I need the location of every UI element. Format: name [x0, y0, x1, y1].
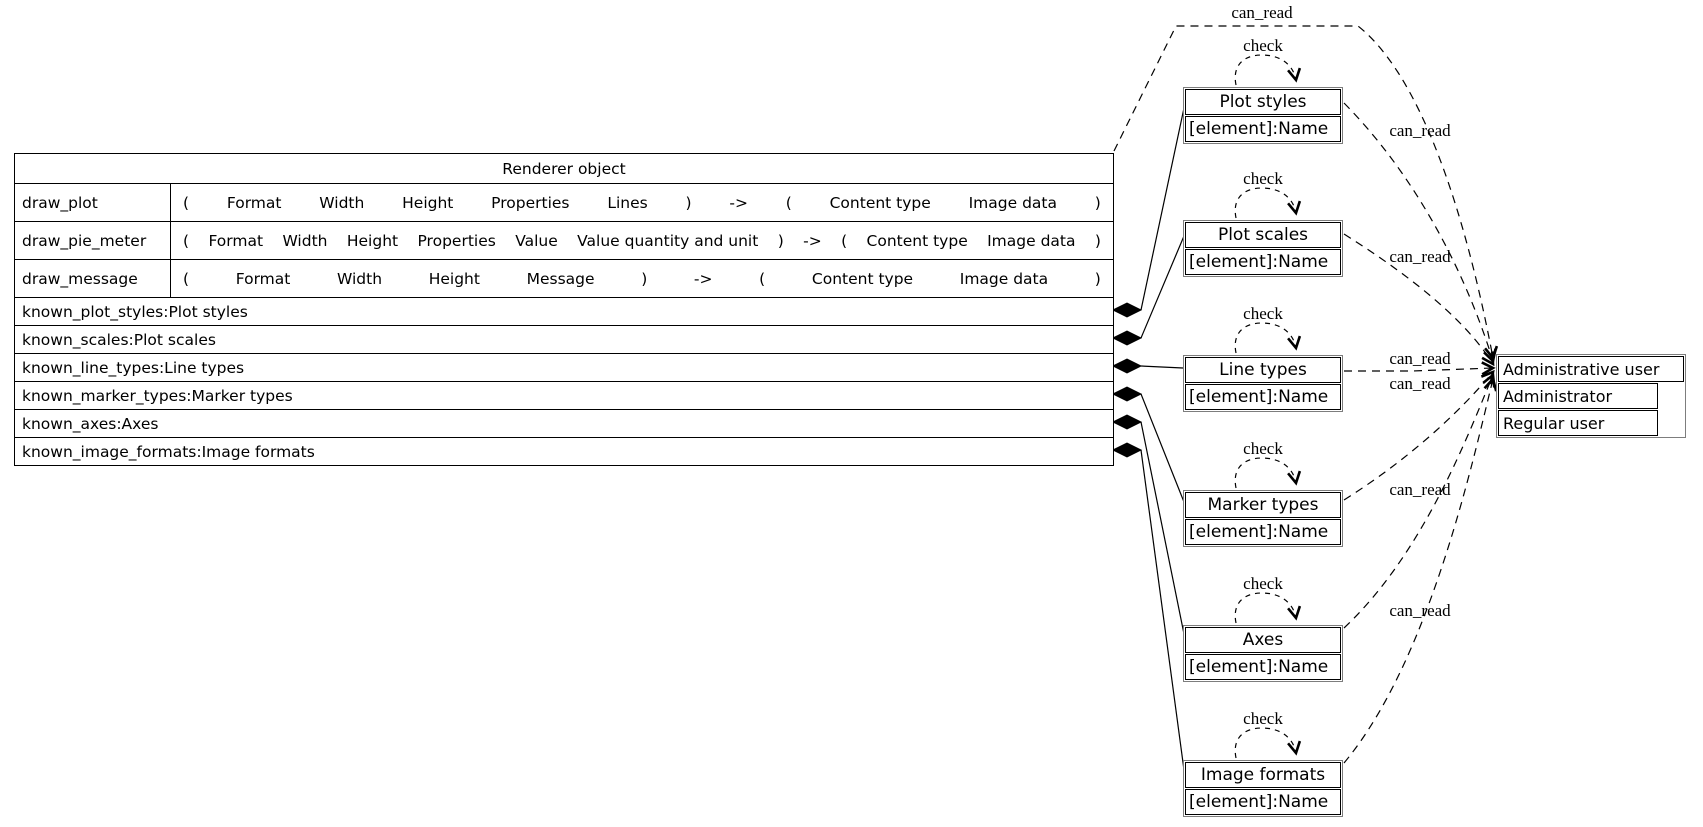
signature-token: Image data: [959, 269, 1049, 288]
signature-token: Value: [515, 231, 558, 250]
signature-token: Properties: [417, 231, 496, 250]
signature-token: ): [777, 231, 784, 250]
can-read-label: can_read: [1389, 349, 1451, 368]
composition-edges: [1111, 107, 1185, 771]
signature-token: ): [1094, 269, 1101, 288]
element-node-axes: Axes [element]:Name: [1183, 625, 1343, 682]
can-read-label: can_read: [1231, 3, 1293, 22]
signature-token: (: [183, 231, 190, 250]
signature-token: ): [1094, 231, 1101, 250]
signature-token: Image data: [968, 193, 1057, 212]
composition-diamond-icon: [1111, 442, 1143, 458]
method-row-draw-plot: draw_plot ( Format Width Height Properties Li…: [15, 183, 1113, 221]
signature-token: (: [183, 269, 190, 288]
attribute-row-known-scales: known_scales:Plot scales: [15, 325, 1113, 353]
can-read-label: can_read: [1389, 247, 1451, 266]
signature-token: (: [841, 231, 848, 250]
composition-diamond-icon: [1111, 330, 1143, 346]
can-read-label: can_read: [1389, 601, 1451, 620]
composition-diamond-icon: [1111, 358, 1143, 374]
element-node-title: Marker types: [1185, 492, 1341, 518]
composition-diamond-icon: [1111, 386, 1143, 402]
element-node-attribute: [element]:Name: [1185, 384, 1341, 410]
signature-token: ): [685, 193, 692, 212]
element-node-attribute: [element]:Name: [1185, 519, 1341, 545]
admin-user-role: Regular user: [1498, 410, 1658, 436]
renderer-title: Renderer object: [502, 159, 626, 178]
can-read-label: can_read: [1389, 121, 1451, 140]
signature-token: Width: [282, 231, 328, 250]
element-node-plot-styles: Plot styles [element]:Name: [1183, 87, 1343, 144]
signature-token: Width: [337, 269, 383, 288]
can-read-label: can_read: [1389, 480, 1451, 499]
signature-token: Properties: [491, 193, 570, 212]
element-node-plot-scales: Plot scales [element]:Name: [1183, 220, 1343, 277]
method-signature: ( Format Width Height Message) -> ( Content typ…: [171, 270, 1113, 288]
signature-token: ): [641, 269, 648, 288]
method-signature: ( Format Width Height Properties Lines) -> ( Con…: [171, 194, 1113, 212]
element-node-title: Plot styles: [1185, 89, 1341, 115]
signature-token: (: [785, 193, 792, 212]
signature-token: Height: [346, 231, 399, 250]
signature-token: ->: [729, 193, 748, 212]
signature-token: Lines: [607, 193, 648, 212]
attribute-row-known-image-formats: known_image_formats:Image formats: [15, 437, 1113, 465]
element-node-title: Image formats: [1185, 762, 1341, 788]
signature-token: Format: [226, 193, 282, 212]
signature-token: (: [759, 269, 766, 288]
admin-user-title: Administrative user: [1498, 356, 1684, 382]
composition-diamond-icon: [1111, 302, 1143, 318]
signature-token: ->: [803, 231, 822, 250]
check-label: check: [1243, 439, 1283, 458]
signature-token: Content type: [811, 269, 914, 288]
check-label: check: [1243, 574, 1283, 593]
element-node-title: Plot scales: [1185, 222, 1341, 248]
signature-token: Content type: [829, 193, 931, 212]
method-signature: ( Format Width Height Properties Value Value q…: [171, 232, 1113, 250]
signature-token: Width: [319, 193, 365, 212]
check-label: check: [1243, 36, 1283, 55]
method-row-draw-pie-meter: draw_pie_meter ( Format Width Height Propert…: [15, 221, 1113, 259]
method-row-draw-message: draw_message ( Format Width Height Message) -…: [15, 259, 1113, 297]
signature-token: Image data: [987, 231, 1076, 250]
attribute-row-known-marker-types: known_marker_types:Marker types: [15, 381, 1113, 409]
element-node-attribute: [element]:Name: [1185, 116, 1341, 142]
admin-user-role: Administrator: [1498, 383, 1658, 409]
signature-token: Value quantity and unit: [577, 231, 759, 250]
signature-token: Message: [526, 269, 595, 288]
element-node-line-types: Line types [element]:Name: [1183, 355, 1343, 412]
signature-token: Height: [428, 269, 480, 288]
method-name: draw_message: [15, 260, 171, 297]
element-node-title: Line types: [1185, 357, 1341, 383]
signature-token: ): [1094, 193, 1101, 212]
method-name: draw_pie_meter: [15, 222, 171, 259]
attribute-row-known-axes: known_axes:Axes: [15, 409, 1113, 437]
admin-user-node: Administrative user Administrator Regula…: [1496, 354, 1686, 438]
attribute-row-known-plot-styles: known_plot_styles:Plot styles: [15, 297, 1113, 325]
attribute-row-known-line-types: known_line_types:Line types: [15, 353, 1113, 381]
signature-token: Format: [208, 231, 264, 250]
check-label: check: [1243, 709, 1283, 728]
element-node-attribute: [element]:Name: [1185, 789, 1341, 815]
signature-token: Format: [235, 269, 291, 288]
can-read-label: can_read: [1389, 374, 1451, 393]
method-name: draw_plot: [15, 184, 171, 221]
element-node-title: Axes: [1185, 627, 1341, 653]
element-node-attribute: [element]:Name: [1185, 654, 1341, 680]
element-node-image-formats: Image formats [element]:Name: [1183, 760, 1343, 817]
signature-token: (: [183, 193, 190, 212]
composition-diamond-icon: [1111, 414, 1143, 430]
element-node-attribute: [element]:Name: [1185, 249, 1341, 275]
signature-token: Height: [402, 193, 454, 212]
signature-token: ->: [693, 269, 713, 288]
signature-token: Content type: [866, 231, 968, 250]
check-label: check: [1243, 169, 1283, 188]
check-label: check: [1243, 304, 1283, 323]
element-node-marker-types: Marker types [element]:Name: [1183, 490, 1343, 547]
